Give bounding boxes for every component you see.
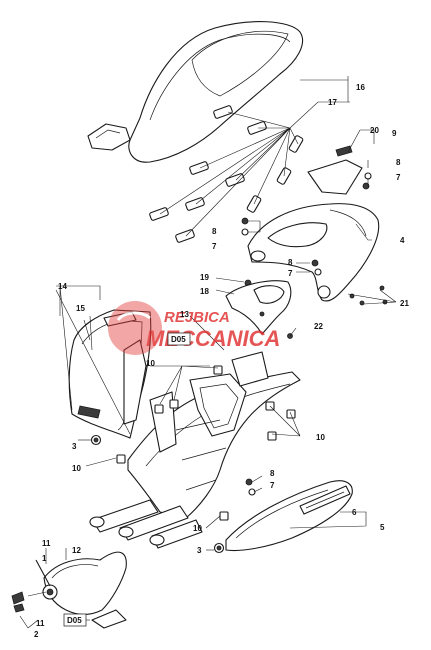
callout-10a: 10 bbox=[146, 359, 155, 368]
callout-3a: 3 bbox=[72, 442, 77, 451]
callout-14: 14 bbox=[58, 282, 67, 291]
svg-text:D05: D05 bbox=[67, 616, 82, 625]
left-side-panel[interactable] bbox=[68, 309, 152, 439]
watermark-line2: MECCANICA bbox=[146, 326, 280, 351]
callout-8d: 8 bbox=[270, 469, 275, 478]
callout-7d: 7 bbox=[270, 481, 275, 490]
callout-16: 16 bbox=[356, 83, 365, 92]
callout-13: 13 bbox=[180, 310, 189, 319]
tail-light-housing[interactable] bbox=[225, 280, 292, 335]
watermark-line1: REJBICA bbox=[164, 309, 230, 326]
callout-19: 19 bbox=[200, 273, 209, 282]
callout-7b: 7 bbox=[212, 242, 217, 251]
callout-3b: 3 bbox=[197, 546, 202, 555]
callout-10b: 10 bbox=[316, 433, 325, 442]
callout-10c: 10 bbox=[72, 464, 81, 473]
callout-2: 2 bbox=[34, 630, 39, 639]
ref-box-d05-top: D05 bbox=[167, 332, 191, 346]
callout-4: 4 bbox=[400, 236, 405, 245]
svg-text:D05: D05 bbox=[171, 335, 186, 344]
callout-1: 1 bbox=[42, 554, 47, 563]
callout-8a: 8 bbox=[396, 158, 401, 167]
seat[interactable] bbox=[87, 21, 304, 163]
callout-10d: 10 bbox=[193, 524, 202, 533]
callout-7c: 7 bbox=[288, 269, 293, 278]
right-side-panel[interactable] bbox=[225, 480, 353, 551]
callout-7a: 7 bbox=[396, 173, 401, 182]
callout-11b: 11 bbox=[36, 619, 45, 628]
callout-17: 17 bbox=[328, 98, 337, 107]
callout-11a: 11 bbox=[42, 539, 51, 548]
callout-6: 6 bbox=[352, 508, 357, 517]
callout-20: 20 bbox=[370, 126, 379, 135]
callout-22: 22 bbox=[314, 322, 323, 331]
ref-box-d05-bottom: D05 bbox=[63, 613, 87, 627]
clip-leaders bbox=[159, 101, 350, 237]
rubber-dampers[interactable] bbox=[90, 434, 225, 554]
tail-decal[interactable] bbox=[307, 145, 363, 195]
callout-8b: 8 bbox=[212, 227, 217, 236]
tail-cover[interactable] bbox=[247, 203, 380, 302]
footpeg-bracket[interactable] bbox=[11, 551, 127, 629]
rear-subframe[interactable] bbox=[89, 351, 301, 549]
callout-21: 21 bbox=[400, 299, 409, 308]
callout-9: 9 bbox=[392, 129, 397, 138]
callout-labels: 16 17 20 9 8 7 8 7 4 8 7 19 18 21 14 15 … bbox=[34, 83, 409, 639]
callout-18: 18 bbox=[200, 287, 209, 296]
callout-leaders bbox=[19, 76, 397, 629]
callout-12: 12 bbox=[72, 546, 81, 555]
callout-15: 15 bbox=[76, 304, 85, 313]
callout-5: 5 bbox=[380, 523, 385, 532]
watermark: REJBICA MECCANICA bbox=[108, 301, 280, 355]
callout-8c: 8 bbox=[288, 258, 293, 267]
